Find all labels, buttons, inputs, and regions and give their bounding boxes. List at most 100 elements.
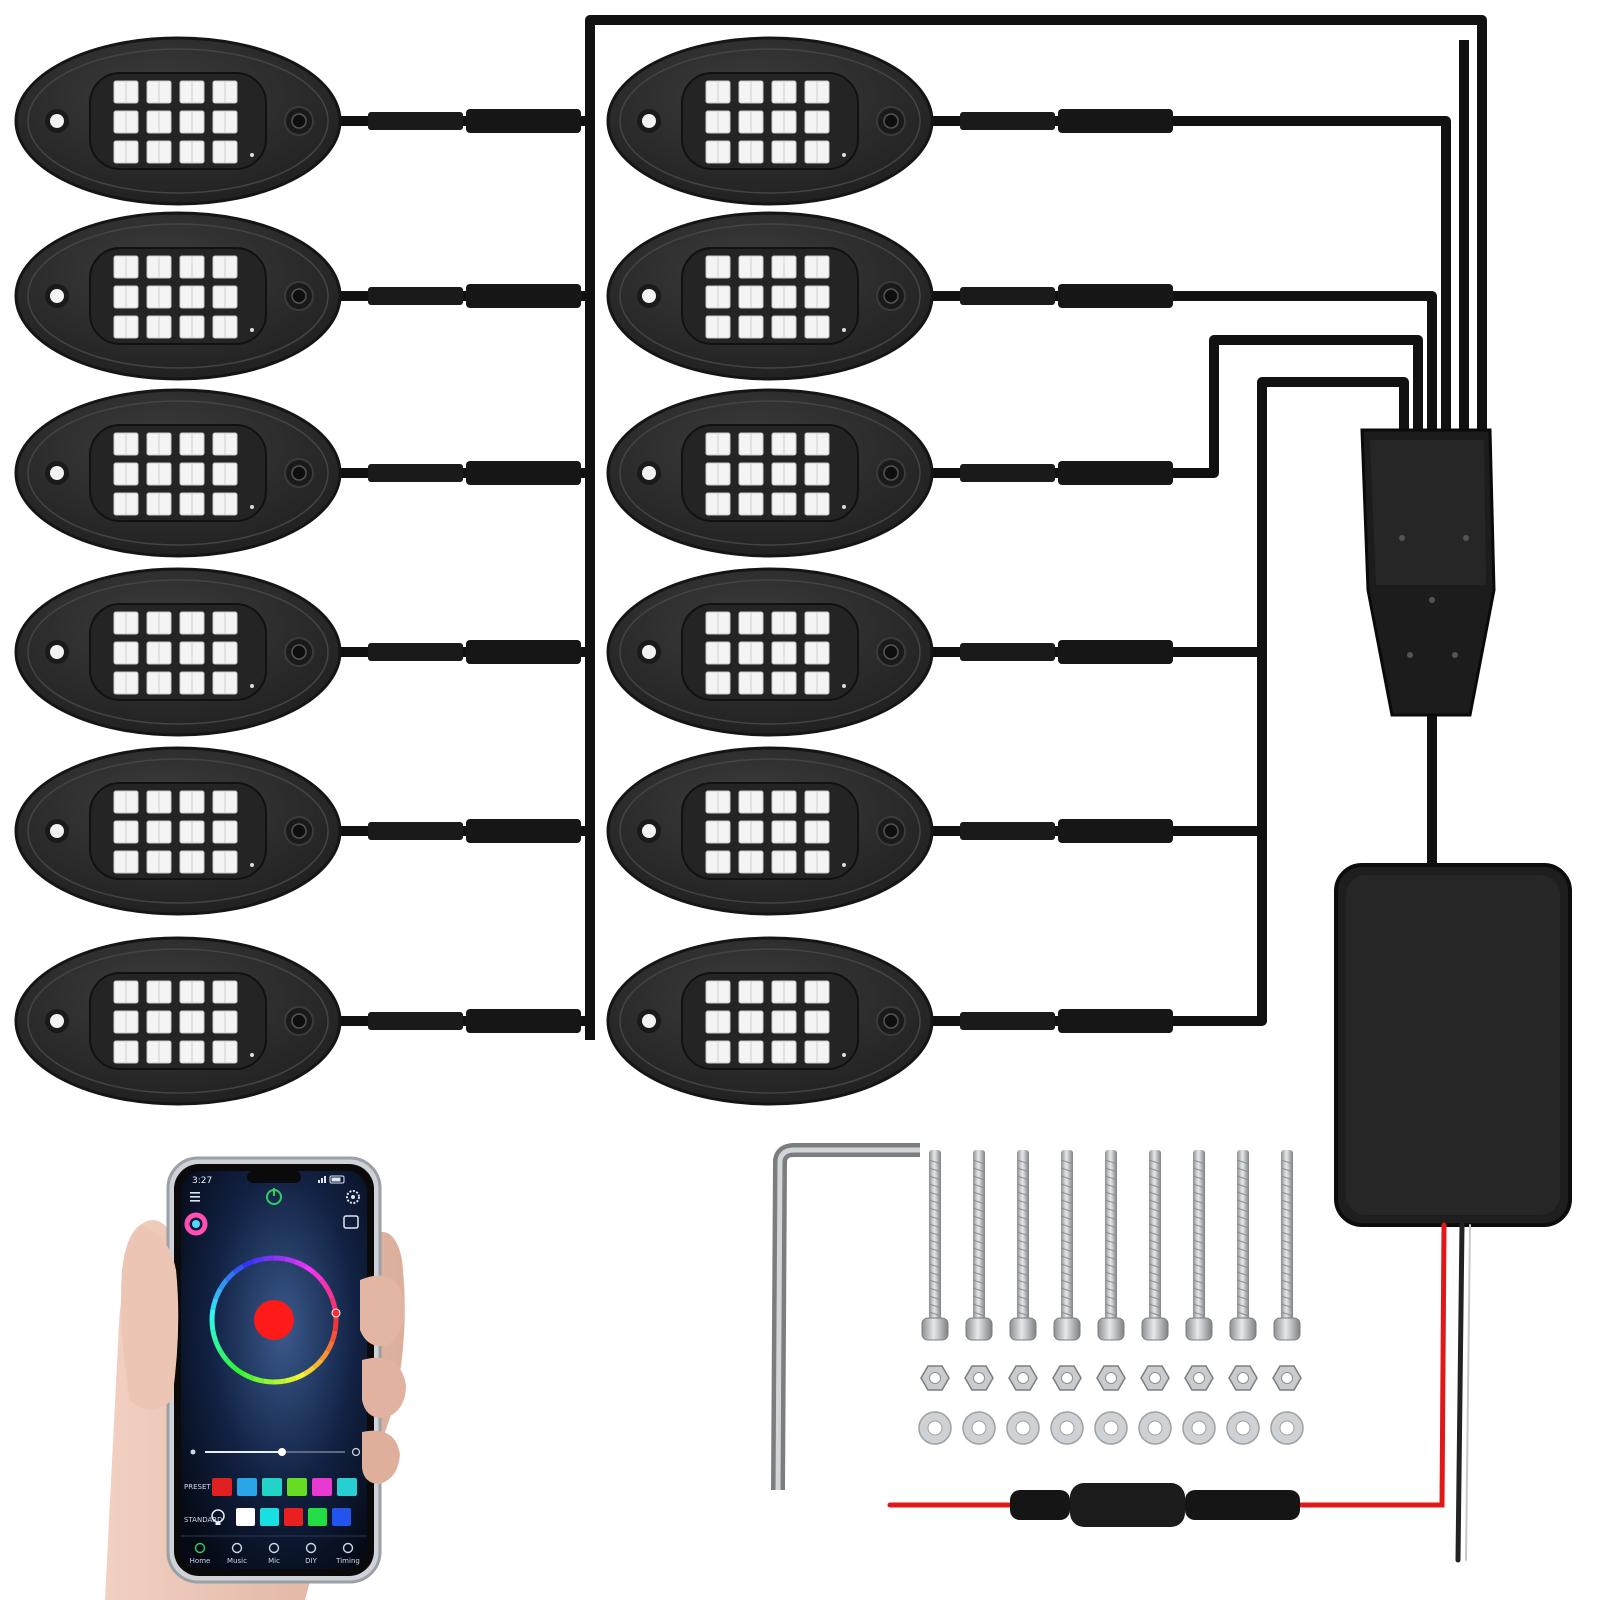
image-icon[interactable] [343,1215,359,1229]
rock-light-pod-3 [14,388,590,558]
standard-swatches [236,1508,351,1526]
rock-light-pod-1 [14,36,590,206]
nav-label: Timing [335,1557,360,1565]
nav-item-home[interactable]: Home [190,1542,211,1566]
phone-notch [247,1171,301,1183]
fuse-holder-right [1185,1490,1300,1520]
screw-set-3 [1006,1150,1040,1445]
harness-cable-8 [1180,652,1267,1026]
pod-cable-connector [1058,1009,1173,1033]
rock-light-pod-6 [14,936,590,1106]
color-wheel[interactable] [209,1255,341,1385]
rock-light-pod-5 [14,746,590,916]
pod-cable-strain-relief [368,112,463,130]
harness-cable-6 [1180,377,1409,657]
nav-label: Home [190,1557,211,1565]
signal-battery-icon [318,1175,345,1184]
bluetooth-controller-box [1334,863,1572,1227]
brightness-slider[interactable] [190,1447,361,1457]
rock-light-pod-7 [606,36,1180,206]
preset-swatches [212,1478,357,1496]
pod-cable-strain-relief [368,822,463,840]
ground-wire-highlight [1465,1224,1471,1561]
standard-swatch-5 [332,1508,351,1526]
power-icon[interactable] [266,1188,282,1205]
nav-item-music[interactable]: Music [227,1542,247,1566]
pod-cable-strain-relief [960,822,1055,840]
nav-icon [342,1542,354,1554]
pod-cable-connector [466,819,581,843]
nav-item-timing[interactable]: Timing [335,1542,360,1566]
screw-set-2 [962,1150,996,1445]
screw-head [1141,1317,1169,1341]
rock-light-pod-12 [606,936,1180,1106]
screw-head [1185,1317,1213,1341]
pod-cable-connector [1058,284,1173,308]
nav-icon [268,1542,280,1554]
harness-cable-3 [1180,116,1451,435]
screw-set-5 [1094,1150,1128,1445]
rock-light-pod-8 [606,211,1180,381]
preset-swatch-5 [312,1478,332,1496]
pod-cable-connector [466,1009,581,1033]
rock-light-pod-11 [606,746,1180,916]
allen-key [771,1143,920,1491]
pod-cable-connector [1058,819,1173,843]
pod-cable-connector [466,640,581,664]
nav-icon [231,1542,243,1554]
selected-color-dot [254,1300,294,1340]
fuse-holder-left [1010,1490,1070,1520]
color-mode-icon[interactable] [184,1212,208,1236]
pod-cable-strain-relief [368,287,463,305]
standard-swatch-2 [260,1508,279,1526]
pod-cable-strain-relief [368,1012,463,1030]
harness-cable-5 [1180,335,1423,478]
pod-cable-strain-relief [368,464,463,482]
pod-cable-strain-relief [960,643,1055,661]
standard-label: STANDARD [184,1516,223,1524]
screw-set-4 [1050,1150,1084,1445]
bottom-navigation: Home Music Mic DIY Timing [190,1542,360,1566]
nav-label: Mic [268,1557,280,1565]
wheel-handle [331,1308,341,1318]
menu-icon[interactable] [190,1192,200,1202]
nav-item-diy[interactable]: DIY [305,1542,318,1566]
status-time: 3:27 [192,1176,212,1186]
screw-head [1273,1317,1301,1341]
settings-gear-icon[interactable] [346,1190,360,1204]
standard-swatch-1 [236,1508,255,1526]
screw-set-8 [1226,1150,1260,1445]
rock-light-pod-10 [606,567,1180,737]
mounting-hardware [918,1150,1304,1445]
rock-light-pod-4 [14,567,590,737]
nav-icon [194,1542,206,1554]
screw-head [1229,1317,1257,1341]
standard-swatch-4 [308,1508,327,1526]
pod-cable-connector [1058,640,1173,664]
pod-cable-strain-relief [960,464,1055,482]
screw-head [1053,1317,1081,1341]
thumb [121,1225,406,1484]
black-ground-wire [1455,1222,1465,1563]
harness-cable-4 [1180,291,1437,435]
nav-item-mic[interactable]: Mic [268,1542,280,1566]
nav-icon [305,1542,317,1554]
pod-cable-strain-relief [960,287,1055,305]
preset-swatch-3 [262,1478,282,1496]
rock-light-pod-9 [606,388,1180,558]
wiring-harness [585,15,1487,1040]
preset-label: PRESET [184,1483,211,1491]
preset-swatch-2 [237,1478,257,1496]
splitter-hub [1360,428,1496,717]
pod-cable-connector [1058,461,1173,485]
screw-head [1097,1317,1125,1341]
screw-head [965,1317,993,1341]
nav-label: Music [227,1557,247,1565]
rock-light-pods [14,36,1180,1106]
power-wires [887,1222,1471,1563]
pod-cable-connector [466,461,581,485]
red-power-wire [1297,1222,1447,1508]
bulb-icon[interactable] [211,1509,225,1525]
nav-label: DIY [305,1557,317,1565]
